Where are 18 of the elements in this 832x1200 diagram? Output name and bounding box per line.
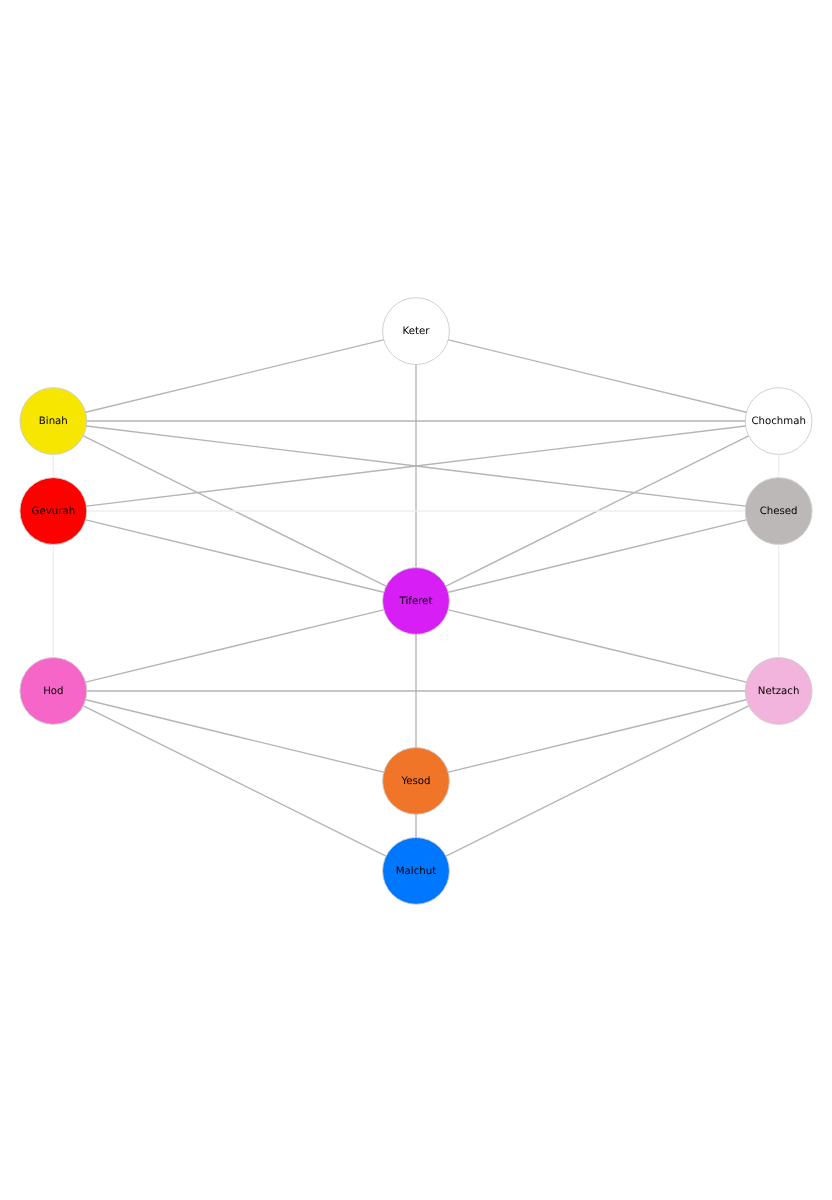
connector: [84, 338, 385, 412]
connector: [82, 434, 387, 586]
connector: [85, 424, 747, 506]
connector: [84, 608, 385, 682]
connector: [415, 363, 417, 568]
connector: [447, 698, 747, 772]
connector: [86, 419, 746, 421]
connector: [447, 518, 747, 592]
connector: [445, 434, 750, 586]
connector: [86, 689, 746, 691]
connector: [85, 518, 385, 592]
connector: [445, 704, 750, 856]
connector: [85, 698, 385, 772]
connector: [447, 338, 748, 412]
connector: [415, 632, 417, 748]
connector: [82, 704, 387, 856]
connector: [415, 812, 417, 837]
connector: [447, 608, 748, 682]
